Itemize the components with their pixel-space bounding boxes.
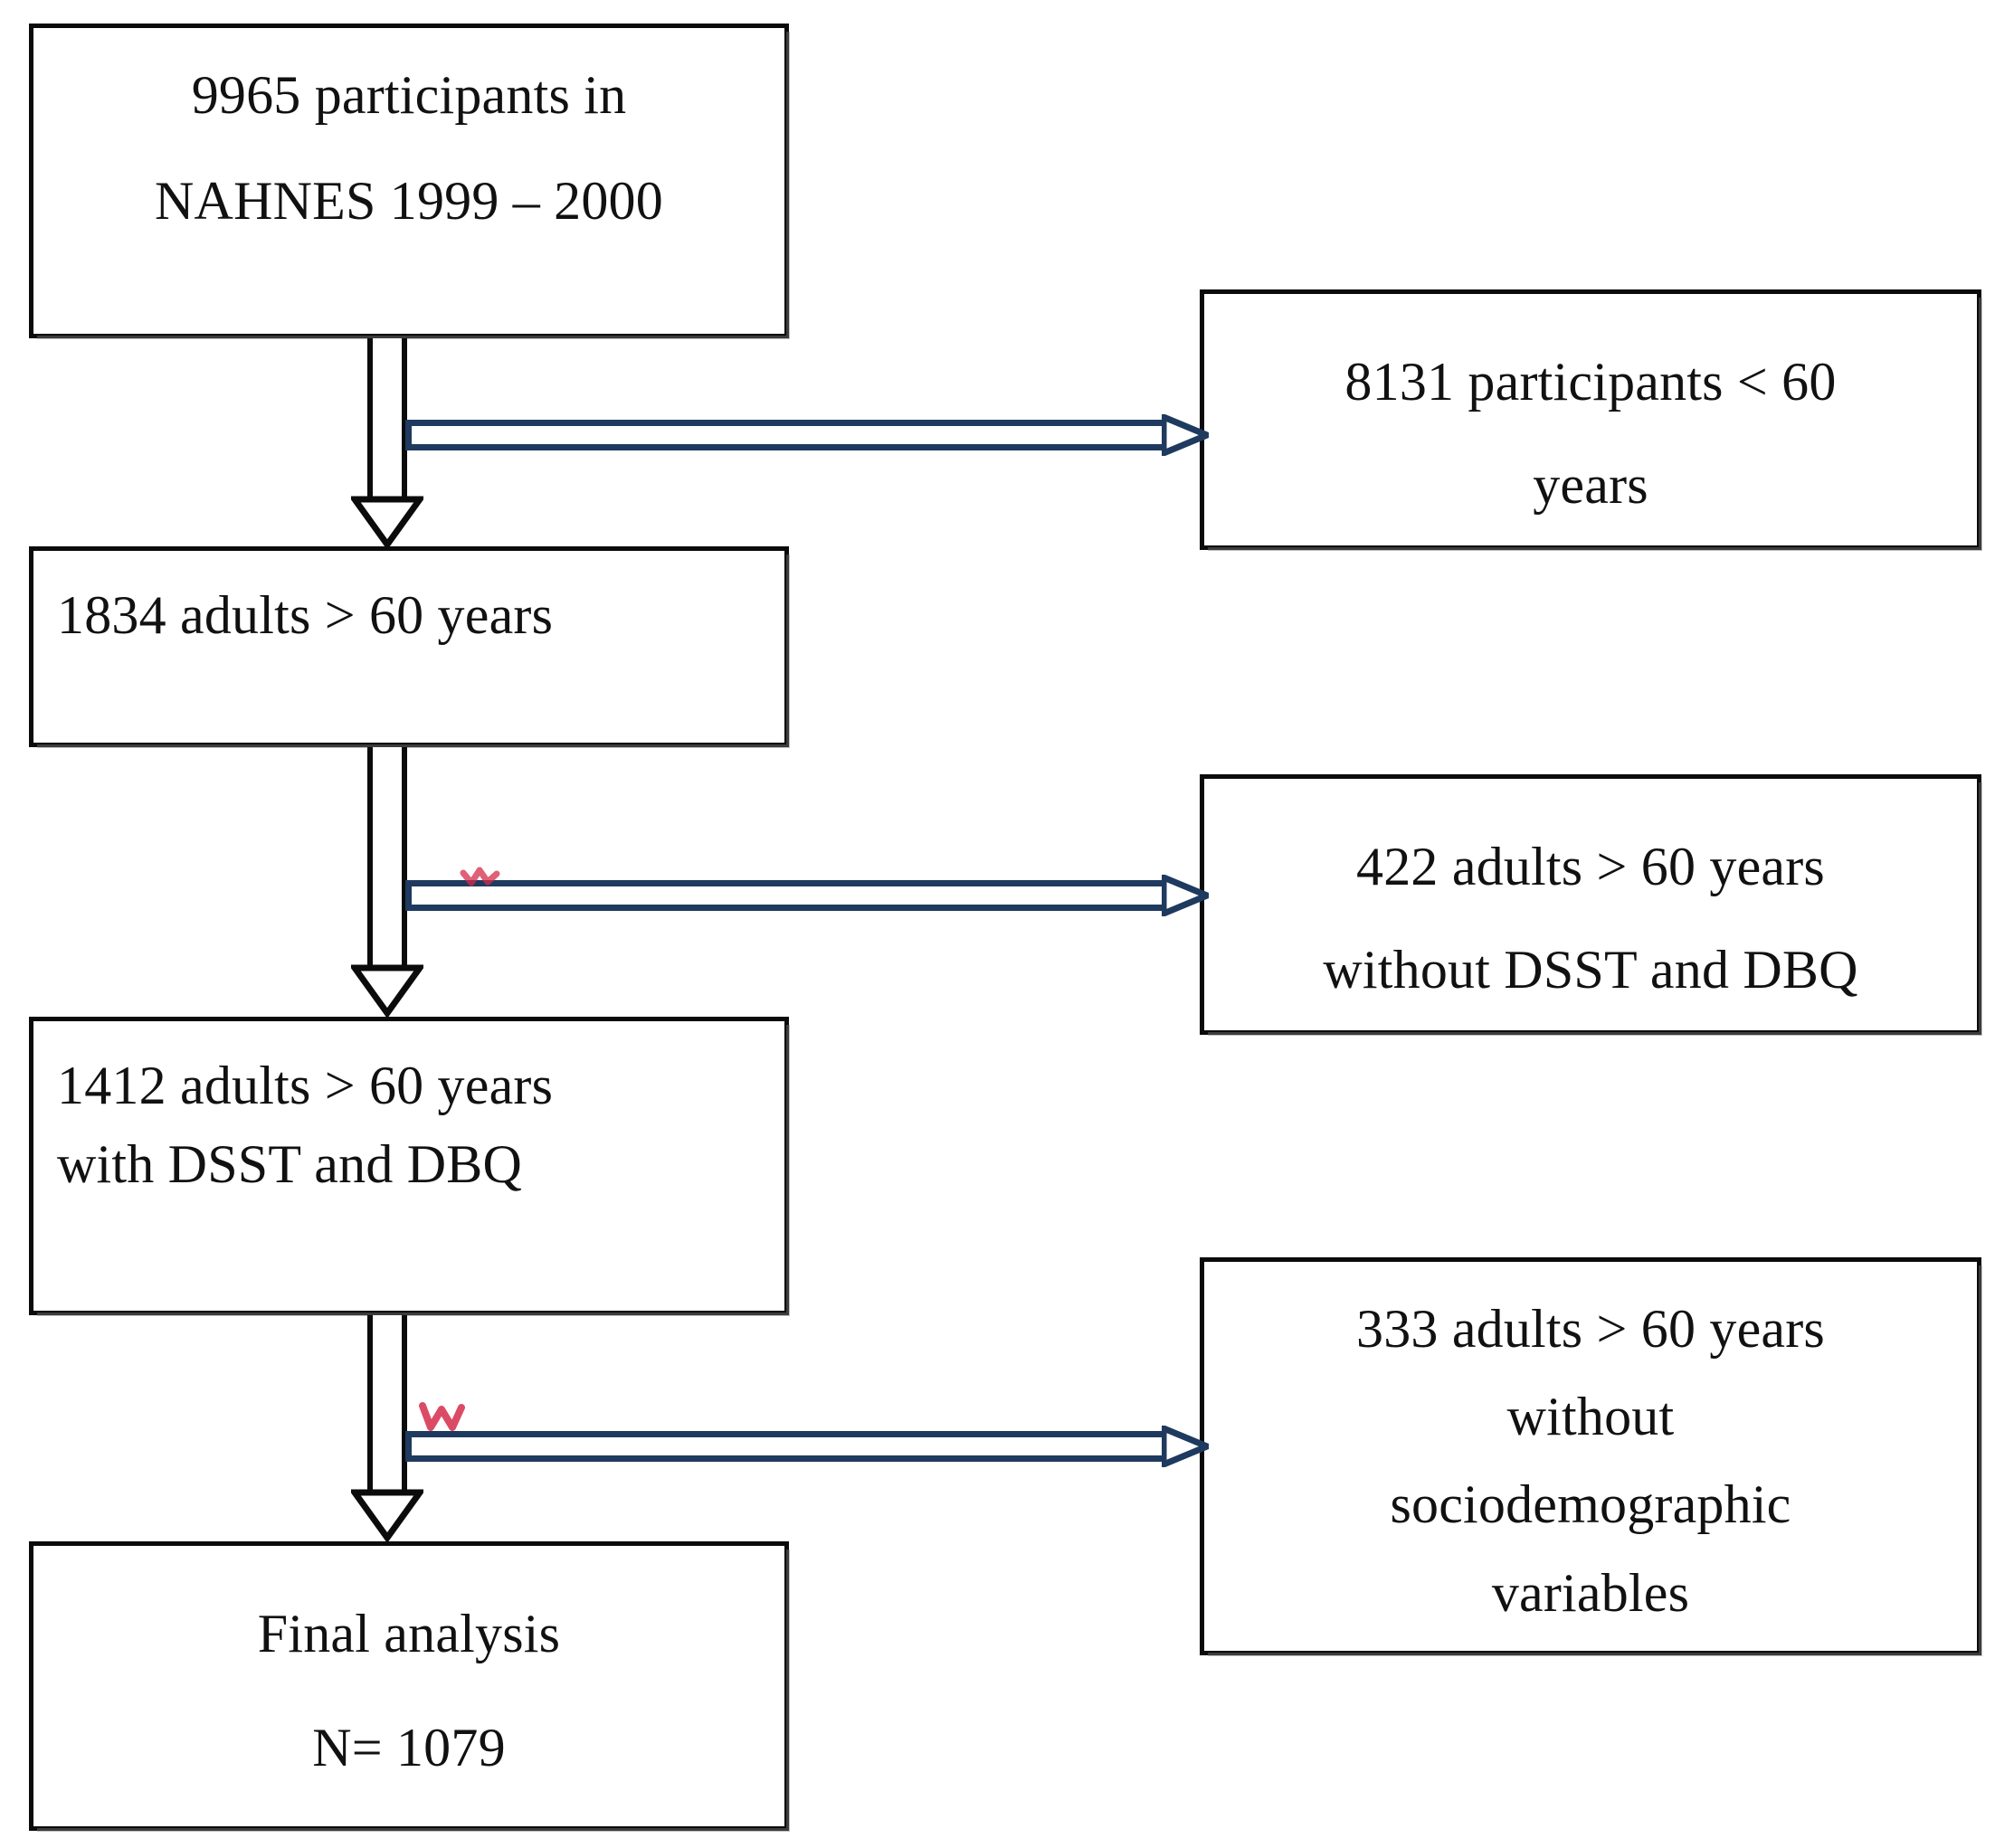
connector-source-to-age <box>351 338 423 548</box>
connector-age-to-tests <box>351 747 423 1019</box>
connector-shaft <box>367 747 407 968</box>
node-final-analysis: Final analysis N= 1079 <box>29 1541 790 1832</box>
connector-shaft <box>367 338 407 499</box>
excluded-under-60-line-1: 8131 participants < 60 <box>1344 352 1837 412</box>
excluded-missing-tests-line-1: 422 adults > 60 years <box>1356 837 1825 896</box>
arrowhead-right-icon <box>1162 875 1209 916</box>
excluded-sociodemographic-line-3: sociodemographic <box>1390 1474 1791 1535</box>
excluded-under-60-line-2: years <box>1533 455 1648 515</box>
final-analysis-line-1: Final analysis <box>257 1604 561 1663</box>
arrowhead-down-icon <box>351 496 423 548</box>
source-cohort-line-1: 9965 participants in <box>191 65 627 125</box>
excluded-missing-tests-line-2: without DSST and DBQ <box>1323 940 1858 1000</box>
adults-with-tests-line-2: with DSST and DBQ <box>57 1134 523 1194</box>
node-excluded-missing-sociodemographic: 333 adults > 60 years without sociodemog… <box>1200 1257 1982 1656</box>
node-excluded-missing-tests: 422 adults > 60 years without DSST and D… <box>1200 774 1982 1036</box>
arrowhead-right-icon <box>1162 414 1209 456</box>
connector-tests-to-final <box>351 1315 423 1543</box>
connector-shaft <box>367 1315 407 1493</box>
connector-exclude-missing-tests <box>405 875 1209 916</box>
arrowhead-down-icon <box>351 964 423 1017</box>
arrowhead-right-icon <box>1162 1426 1209 1467</box>
adults-with-tests-line-1: 1412 adults > 60 years <box>57 1056 554 1115</box>
connector-shaft <box>405 880 1171 911</box>
excluded-sociodemographic-line-1: 333 adults > 60 years <box>1356 1299 1825 1359</box>
source-cohort-line-2: NAHNES 1999 – 2000 <box>155 171 663 231</box>
connector-exclude-under-60 <box>405 414 1209 456</box>
excluded-sociodemographic-line-4: variables <box>1491 1562 1690 1623</box>
excluded-sociodemographic-line-2: without <box>1506 1387 1675 1447</box>
connector-shaft <box>405 1431 1171 1462</box>
node-adults-with-dsst-dbq: 1412 adults > 60 years with DSST and DBQ <box>29 1017 790 1316</box>
arrowhead-down-icon <box>351 1489 423 1541</box>
connector-shaft <box>405 420 1171 450</box>
node-source-cohort: 9965 participants in NAHNES 1999 – 2000 <box>29 24 790 339</box>
node-excluded-under-60: 8131 participants < 60 years <box>1200 289 1982 551</box>
final-analysis-line-2: N= 1079 <box>312 1718 506 1777</box>
connector-exclude-missing-sociodemographic <box>405 1426 1209 1467</box>
node-adults-over-60: 1834 adults > 60 years <box>29 546 790 748</box>
adults-over-60-line-1: 1834 adults > 60 years <box>57 585 554 645</box>
